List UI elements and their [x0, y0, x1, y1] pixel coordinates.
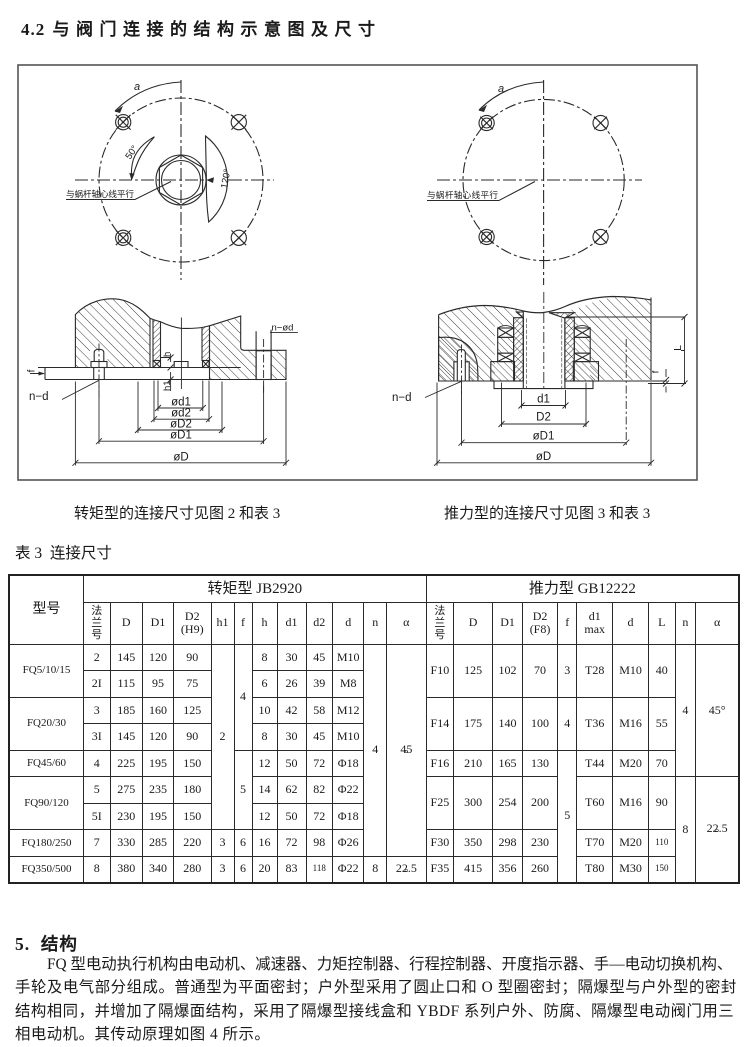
svg-text:a: a — [134, 81, 140, 93]
svg-text:L: L — [672, 345, 684, 351]
svg-text:øD2: øD2 — [170, 419, 192, 431]
svg-text:øD1: øD1 — [533, 431, 555, 443]
svg-text:h: h — [162, 352, 173, 357]
svg-text:与蜗杆轴心线平行: 与蜗杆轴心线平行 — [427, 189, 498, 200]
svg-text:f: f — [27, 369, 38, 372]
svg-text:n−d: n−d — [29, 391, 49, 403]
svg-text:øD: øD — [536, 451, 551, 463]
svg-text:D2: D2 — [536, 412, 551, 424]
svg-text:ød1: ød1 — [171, 397, 191, 409]
svg-text:øD1: øD1 — [170, 430, 192, 442]
svg-text:a: a — [498, 83, 504, 95]
svg-text:与蜗杆轴心线平行: 与蜗杆轴心线平行 — [66, 188, 134, 199]
svg-text:f: f — [651, 370, 661, 373]
svg-text:120°: 120° — [219, 168, 233, 189]
svg-text:h1: h1 — [162, 380, 173, 391]
svg-text:n−d: n−d — [392, 392, 412, 404]
svg-text:n−ød: n−ød — [272, 323, 294, 334]
svg-text:ød2: ød2 — [171, 408, 191, 420]
svg-text:d1: d1 — [537, 393, 550, 405]
svg-text:øD: øD — [173, 451, 188, 463]
